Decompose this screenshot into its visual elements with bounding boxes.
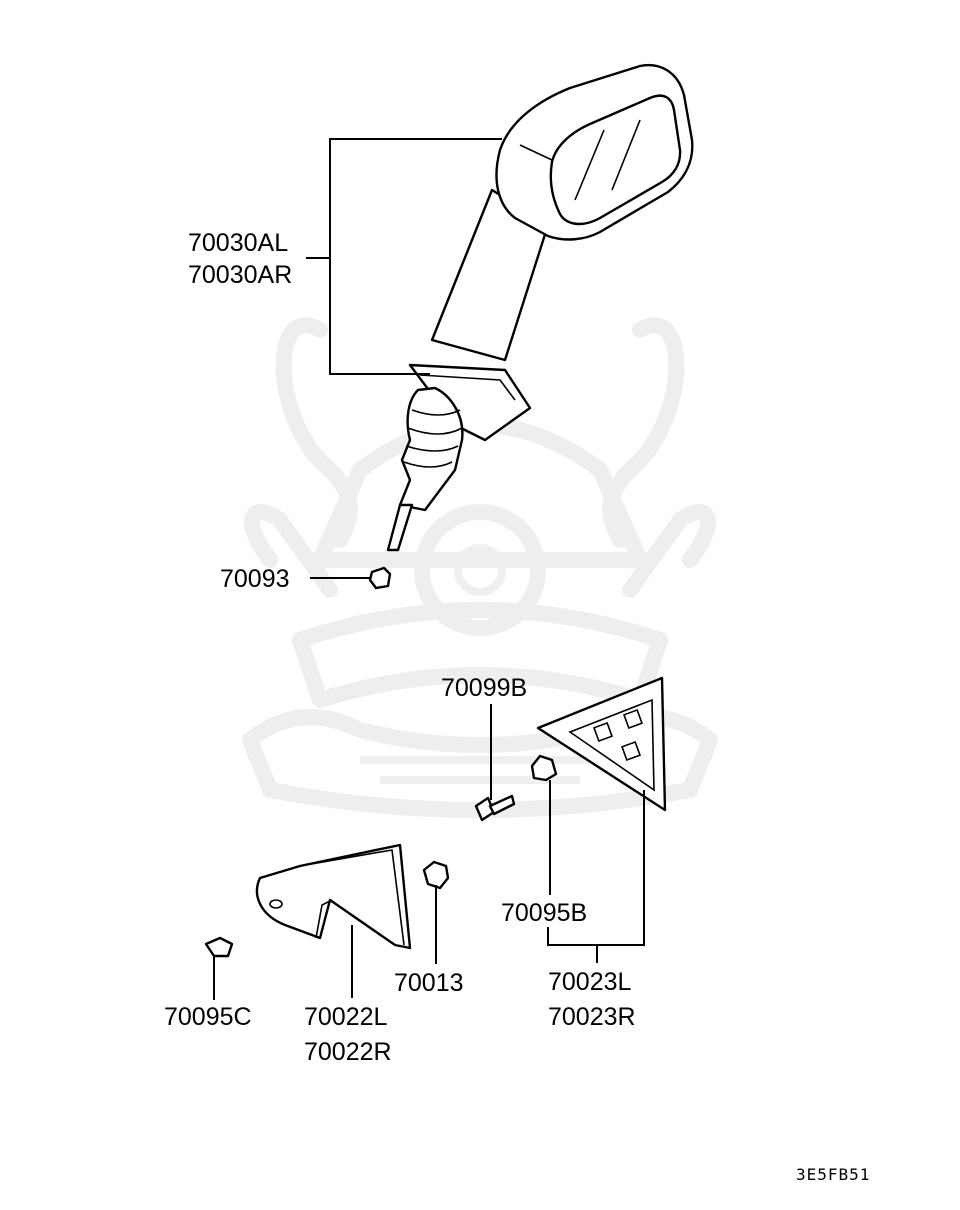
diagram-code: 3E5FB51 <box>796 1165 870 1184</box>
mirror-assembly <box>386 63 694 552</box>
label-70099b: 70099B <box>441 674 527 702</box>
label-70022l: 70022L <box>304 1003 388 1031</box>
clip-bottom-part <box>204 936 234 958</box>
leader-lines <box>213 138 645 1000</box>
label-70023r: 70023R <box>548 1003 636 1031</box>
clip-upper-part <box>530 754 558 782</box>
label-70022r: 70022R <box>304 1038 392 1066</box>
label-70030ar: 70030AR <box>188 261 292 289</box>
bracket-part <box>255 843 412 950</box>
label-70013: 70013 <box>394 969 464 997</box>
label-70030al: 70030AL <box>188 229 288 257</box>
grommet-part <box>368 566 392 590</box>
clip-lower-part <box>422 860 450 890</box>
label-70095b: 70095B <box>501 899 587 927</box>
label-70093: 70093 <box>220 565 290 593</box>
cover-part <box>536 676 667 812</box>
screw-part <box>474 794 516 822</box>
label-70023l: 70023L <box>548 968 632 996</box>
label-70095c: 70095C <box>164 1003 252 1031</box>
